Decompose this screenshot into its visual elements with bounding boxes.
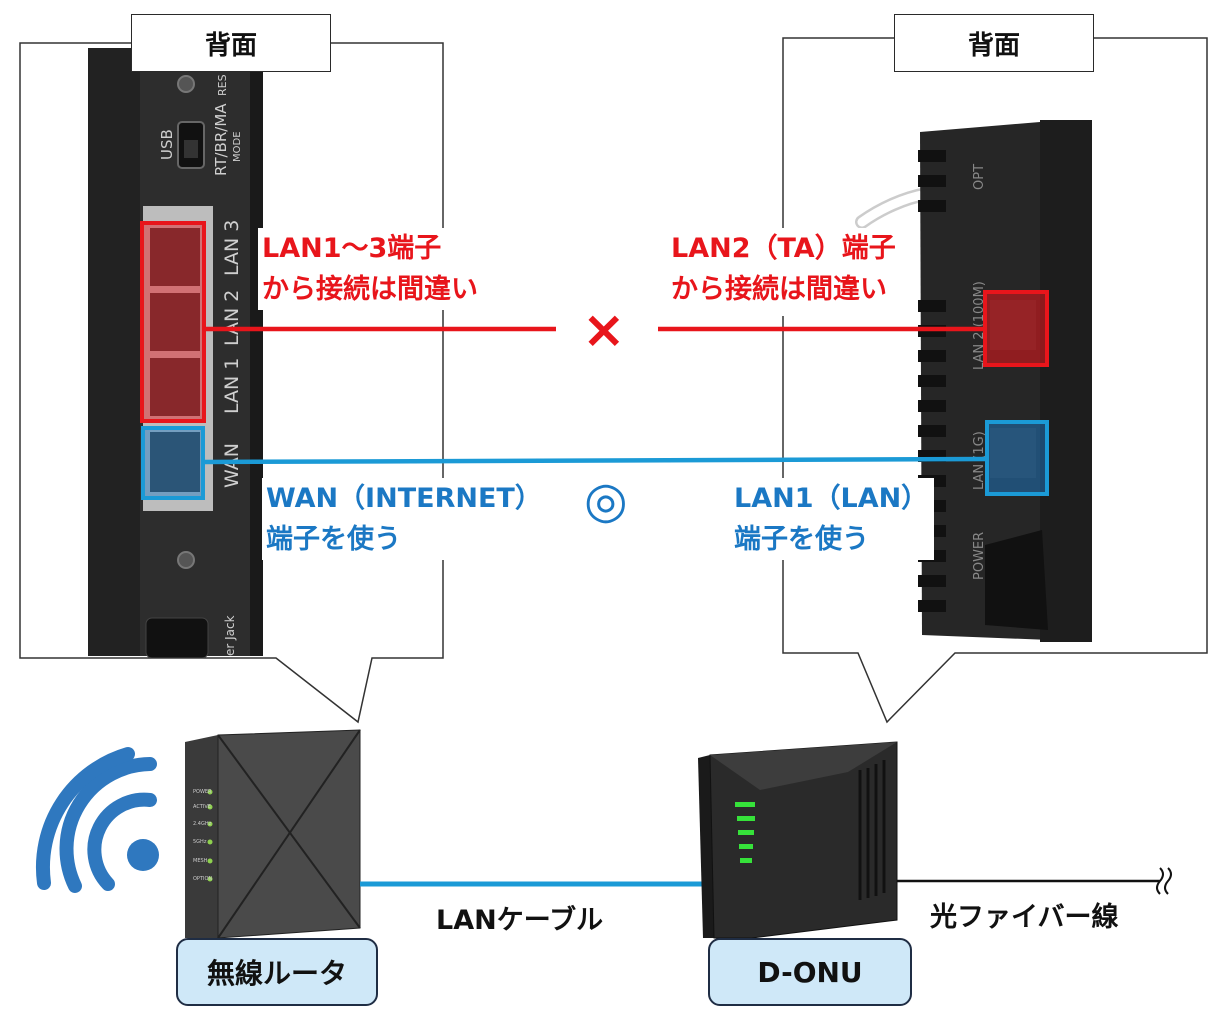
router-led-label: ACTIVE — [193, 804, 211, 810]
router-led-label: MESH — [193, 858, 208, 864]
router-label: 無線ルータ — [176, 938, 378, 1006]
wrong-mark: × — [582, 300, 626, 360]
router-led-label: POWER — [193, 789, 212, 795]
wrong-right-line2: から接続は間違い — [671, 274, 887, 305]
lan1-line1: LAN1（LAN） — [734, 483, 929, 514]
wrong-left-line2: から接続は間違い — [262, 274, 478, 305]
wan-line2: 端子を使う — [266, 524, 401, 555]
wrong-left-line1: LAN1～3端子 — [262, 233, 442, 264]
lan1-line2: 端子を使う — [734, 524, 869, 555]
wan-port-text: WAN — [221, 443, 243, 488]
router-illustration: POWER ACTIVE 2.4GHz 5GHz MESH OPTION — [185, 729, 361, 939]
right-panel-title: 背面 — [894, 14, 1094, 72]
wan-line1: WAN（INTERNET） — [266, 483, 542, 514]
left-rear-panel: USB RT/BR/MA MODE RES LAN 3 LAN 2 LAN 1 … — [19, 42, 444, 724]
router-led-label: 2.4GHz — [193, 821, 212, 827]
mode-switch-text: RT/BR/MA — [212, 103, 230, 176]
cable-label: LANケーブル — [436, 905, 604, 936]
right-lan2-highlight — [983, 290, 1049, 367]
lan2-port-text: LAN 2 — [221, 290, 243, 346]
left-lan-highlight — [140, 221, 206, 423]
onu-illustration — [698, 741, 898, 939]
wrong-right-callout: LAN2（TA）端子 から接続は間違い — [665, 228, 904, 316]
wrong-left-callout: LAN1～3端子 から接続は間違い — [258, 228, 482, 310]
right-rear-panel: OPT LAN 2 (100M) LAN (1G) POWER — [782, 37, 1208, 724]
left-wan-highlight — [141, 426, 205, 500]
router-led-label: OPTION — [193, 876, 212, 882]
fiber-label: 光ファイバー線 — [930, 902, 1119, 933]
wifi-icon — [35, 747, 159, 893]
opt-port-text: OPT — [972, 164, 987, 190]
wrong-right-line1: LAN2（TA）端子 — [671, 233, 896, 264]
left-panel-title: 背面 — [131, 14, 331, 72]
correct-mark: ◎ — [584, 471, 628, 529]
mode-text: MODE — [232, 131, 243, 162]
power-port-text: POWER — [972, 532, 987, 580]
break-mark-icon — [1156, 867, 1172, 895]
lan1-port-text: LAN 1 — [221, 358, 243, 414]
correct-line — [202, 456, 988, 465]
router-led-label: 5GHz — [193, 839, 207, 845]
lan1-callout: LAN1（LAN） 端子を使う — [728, 478, 935, 560]
right-lan1-highlight — [985, 420, 1049, 496]
power-jack-text: er Jack — [223, 615, 237, 656]
onu-label: D-ONU — [708, 938, 912, 1006]
reset-text: RES — [216, 74, 229, 96]
lan3-port-text: LAN 3 — [221, 220, 243, 276]
wan-callout: WAN（INTERNET） 端子を使う — [262, 478, 546, 560]
usb-port-text: USB — [158, 129, 176, 160]
